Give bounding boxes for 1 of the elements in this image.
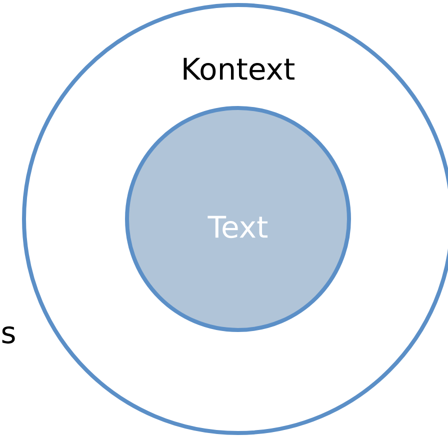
text-fragment: s bbox=[2, 326, 15, 344]
